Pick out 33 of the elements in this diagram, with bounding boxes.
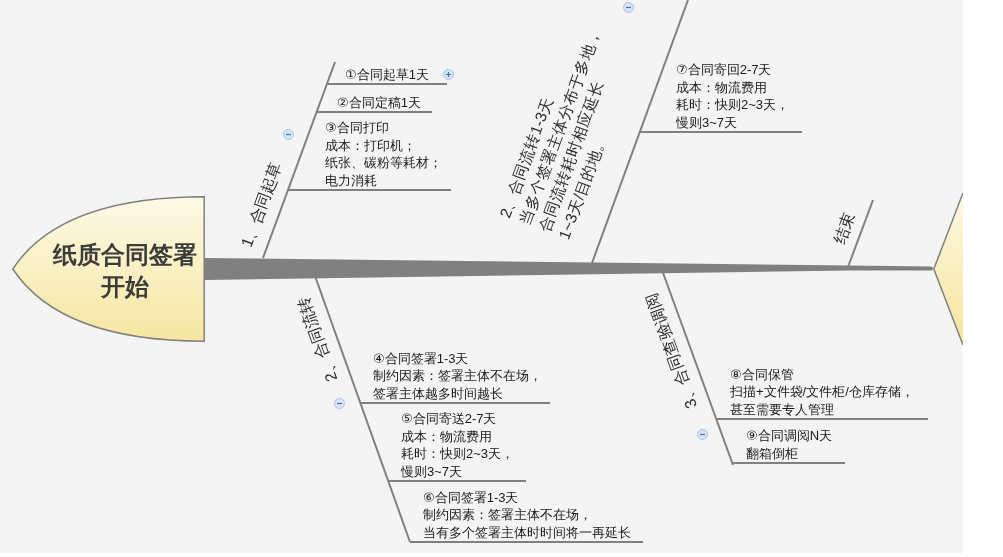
connector-line xyxy=(315,111,433,113)
topic-title: ⑦合同寄回2-7天 xyxy=(676,61,772,79)
branch-label: 结束 xyxy=(829,209,859,247)
topic-note: 扫描+文件袋/文件柜/仓库存储，甚至需要专人管理 xyxy=(730,383,914,418)
topic-title: ⑤合同寄送2-7天 xyxy=(401,410,497,428)
connector-line xyxy=(409,541,644,543)
topic-title: ⑨合同调阅N天 xyxy=(746,427,833,445)
topic-note: 成本：物流费用 xyxy=(676,78,767,96)
topic-note: 成本：打印机；纸张、碳粉等耗材；电力消耗 xyxy=(325,136,442,189)
topic-note: 制约因素：签署主体不在场，当有多个签署主体时时间将一再延长 xyxy=(423,506,631,541)
topic-title: ④合同签署1-3天 xyxy=(373,349,469,367)
topic-title: ⑥合同签署1-3天 xyxy=(423,488,519,506)
topic-title: ③合同打印 xyxy=(325,119,389,137)
topic-note: 翻箱倒柜 xyxy=(746,444,798,462)
connector-line xyxy=(287,189,452,191)
connector-line xyxy=(387,480,527,482)
connector-line xyxy=(638,131,803,133)
branch-label: 3、合同查验调阅 xyxy=(641,290,702,412)
fish-spine xyxy=(203,258,933,280)
connector-line xyxy=(715,418,929,420)
topic-note: 耗时：快则2~3天，慢则3~7天 xyxy=(676,96,790,131)
connector-line xyxy=(359,402,551,404)
branch-label: 1、合同起草 xyxy=(236,159,286,250)
connector-line xyxy=(325,83,448,85)
topic-title: ②合同定稿1天 xyxy=(337,93,421,111)
topic-note: 成本：物流费用 xyxy=(401,427,492,445)
topic-title: ⑧合同保管 xyxy=(730,365,794,383)
topic-note: 耗时：快则2~3天，慢则3~7天 xyxy=(401,445,515,480)
branch-label: 2、合同流转 xyxy=(293,293,342,385)
topic-title: ①合同起草1天 xyxy=(345,65,429,83)
connector-line xyxy=(731,462,846,464)
head-title: 纸质合同签署开始 xyxy=(53,240,197,302)
topic-note: 制约因素：签署主体不在场，签署主体越多时间越长 xyxy=(373,367,542,402)
